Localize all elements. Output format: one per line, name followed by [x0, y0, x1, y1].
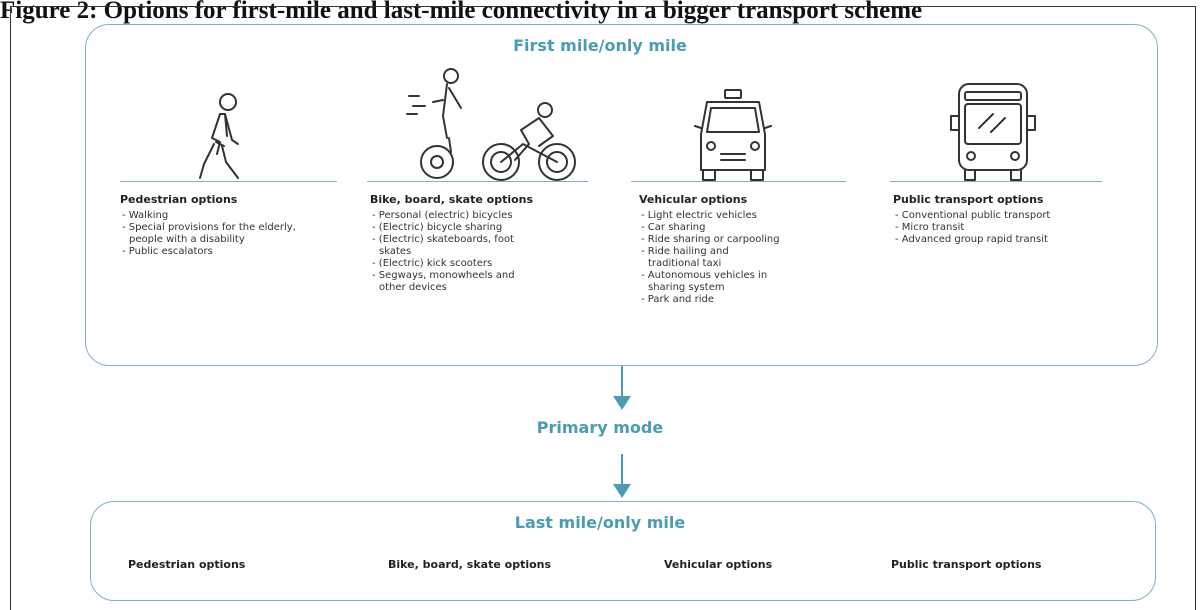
last-bike-options: Bike, board, skate options: [388, 558, 552, 571]
list-item: Walking: [120, 210, 335, 222]
vehicular-divider: [631, 181, 846, 182]
pedestrian-options-title: Pedestrian options: [120, 193, 238, 206]
taxi-icon: [694, 89, 772, 181]
public-transport-options-title: Public transport options: [893, 193, 1044, 206]
list-item: Conventional public transport: [893, 210, 1123, 222]
figure-title: Figure 2: Options for first-mile and las…: [0, 0, 923, 24]
pedestrian-divider: [120, 181, 337, 182]
primary-mode-label: Primary mode: [536, 418, 664, 437]
last-public-transport-options: Public transport options: [891, 558, 1042, 571]
vehicular-options-title: Vehicular options: [639, 193, 748, 206]
last-mile-title: Last mile/only mile: [514, 513, 686, 532]
last-vehicular-options: Vehicular options: [664, 558, 773, 571]
arrow-down-icon: [613, 454, 631, 498]
list-item: Public escalators: [120, 246, 335, 258]
bus-icon: [950, 83, 1036, 181]
list-item: (Electric) skateboards, foot skates: [370, 234, 529, 258]
public-transport-divider: [890, 181, 1102, 182]
list-item: Ride sharing or carpooling: [639, 234, 854, 246]
last-mile-panel: [90, 501, 1156, 601]
list-item: Special provisions for the elderly, peop…: [120, 222, 309, 246]
vehicular-options-list: Light electric vehicles Car sharing Ride…: [639, 210, 854, 306]
first-mile-panel: [85, 24, 1158, 366]
list-item: Light electric vehicles: [639, 210, 854, 222]
list-item: (Electric) bicycle sharing: [370, 222, 585, 234]
first-mile-title: First mile/only mile: [513, 36, 687, 55]
figure-frame: [10, 6, 1196, 610]
list-item: Advanced group rapid transit: [893, 234, 1123, 246]
bike-segway-icon: [406, 68, 576, 181]
list-item: Segways, monowheels and other devices: [370, 270, 539, 294]
list-item: Personal (electric) bicycles: [370, 210, 585, 222]
last-pedestrian-options: Pedestrian options: [128, 558, 246, 571]
list-item: Micro transit: [893, 222, 1123, 234]
arrow-down-icon: [613, 366, 631, 410]
pedestrian-icon: [199, 93, 239, 179]
bike-options-title: Bike, board, skate options: [370, 193, 534, 206]
pedestrian-options-list: Walking Special provisions for the elder…: [120, 210, 335, 258]
list-item: Autonomous vehicles in sharing system: [639, 270, 788, 294]
list-item: (Electric) kick scooters: [370, 258, 585, 270]
list-item: Car sharing: [639, 222, 854, 234]
list-item: Ride hailing and traditional taxi: [639, 246, 768, 270]
bike-options-list: Personal (electric) bicycles (Electric) …: [370, 210, 585, 294]
list-item: Park and ride: [639, 294, 854, 306]
bike-divider: [367, 181, 588, 182]
public-transport-options-list: Conventional public transport Micro tran…: [893, 210, 1123, 246]
